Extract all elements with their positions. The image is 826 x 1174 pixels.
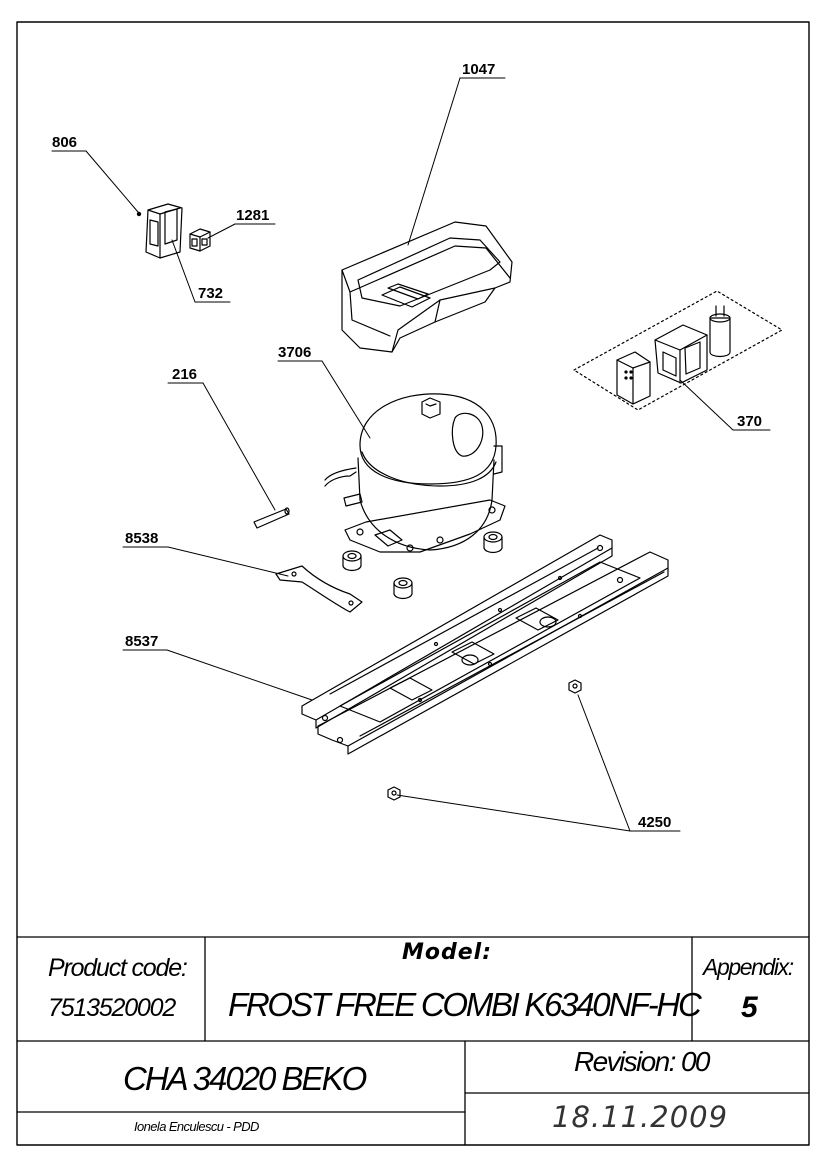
callout-216: 216 — [172, 366, 198, 383]
callout-1281: 1281 — [236, 207, 270, 224]
callout-732: 732 — [198, 285, 224, 302]
callout-8538: 8538 — [125, 530, 159, 547]
relay-switch-part-732 — [145, 203, 183, 259]
product-code-value: 7513520002 — [48, 994, 176, 1022]
model-label: Model: — [402, 940, 493, 965]
product-code-label: Product code: — [48, 954, 188, 982]
electrical-kit-370 — [573, 290, 783, 411]
callout-8537: 8537 — [125, 633, 159, 650]
screw-part-806 — [136, 211, 142, 217]
evaporator-tray-1047 — [341, 221, 513, 353]
appendix-value: 5 — [741, 991, 758, 1024]
revision-value: Revision: 00 — [574, 1046, 710, 1077]
connector-part-1281 — [189, 228, 211, 252]
drawing-frame — [16, 21, 810, 1146]
rubber-grommets — [342, 531, 503, 600]
author-name: Ionela Enculescu - PDD — [134, 1119, 259, 1134]
compressor-3706 — [324, 393, 506, 553]
date-value: 18.11.2009 — [552, 1100, 729, 1134]
title-block-grid — [16, 936, 810, 1146]
callout-4250: 4250 — [638, 814, 672, 831]
drain-tube-216 — [253, 507, 290, 529]
callout-1047: 1047 — [462, 61, 496, 78]
callout-370: 370 — [737, 413, 763, 430]
appendix-label: Appendix: — [703, 954, 794, 980]
drawing-name: CHA 34020 BEKO — [123, 1060, 367, 1097]
callout-3706: 3706 — [278, 344, 312, 361]
hex-nuts-4250 — [387, 679, 582, 801]
callout-806: 806 — [52, 134, 78, 151]
chassis-rails-8537 — [301, 534, 669, 755]
model-value: FROST FREE COMBI K6340NF-HC — [228, 986, 702, 1023]
bracket-plate-8538 — [275, 565, 363, 613]
leader-lines — [51, 77, 771, 832]
